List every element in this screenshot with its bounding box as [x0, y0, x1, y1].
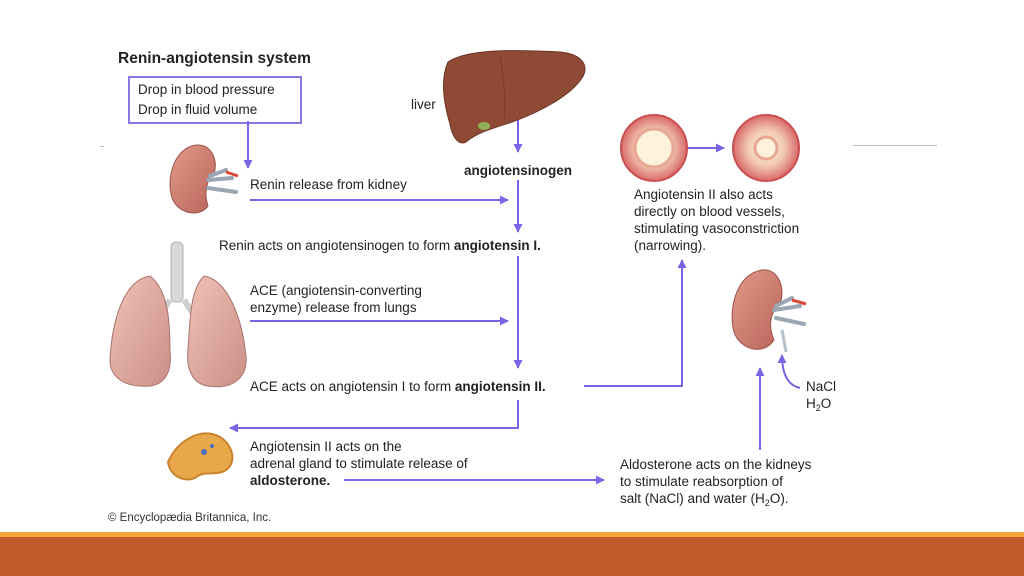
kidney-icon — [169, 144, 239, 214]
liver-icon — [443, 50, 586, 144]
angiotensinogen-label: angiotensinogen — [464, 163, 572, 178]
adrenal-label-line-1: Angiotensin II acts on the — [250, 439, 402, 454]
trigger-box: Drop in blood pressure Drop in fluid vol… — [128, 76, 302, 124]
renin-acts-label: Renin acts on angiotensinogen to form an… — [219, 237, 541, 254]
liver-label: liver — [411, 97, 436, 112]
h2o-text: H — [806, 396, 816, 411]
ace-acts-label: ACE acts on angiotensin I to form angiot… — [250, 378, 546, 395]
angiotensin-i-text: angiotensin I. — [453, 238, 541, 253]
arrow-nacl-to-kidney — [777, 354, 801, 389]
divider-left — [100, 146, 104, 147]
renin-acts-text: Renin acts on angiotensinogen to form — [219, 238, 454, 253]
footer-stripe — [0, 532, 1024, 537]
diagram-title: Renin-angiotensin system — [118, 50, 311, 67]
adrenal-label-line-2: adrenal gland to stimulate release of — [250, 456, 468, 471]
trigger-line-1: Drop in blood pressure — [138, 82, 275, 97]
kidney-icon — [731, 269, 807, 353]
adrenal-gland-icon — [166, 432, 234, 481]
angiotensin-ii-text: angiotensin II. — [454, 379, 546, 394]
h2o-label: H2O — [806, 395, 832, 413]
ace-acts-text: ACE acts on angiotensin I to form — [250, 379, 455, 394]
ace-label-line-2: enzyme) release from lungs — [250, 300, 417, 315]
copyright-credit: © Encyclopædia Britannica, Inc. — [108, 512, 272, 524]
kidney-action-line-3: salt (NaCl) and water (H2O). — [620, 490, 789, 508]
kidney-action-line-2: to stimulate reabsorption of — [620, 474, 783, 489]
h2o-subscript: 2 — [815, 403, 821, 413]
aldosterone-label: aldosterone. — [250, 473, 331, 488]
vessel-label-line-1: Angiotensin II also acts — [634, 187, 773, 202]
divider-right — [853, 145, 937, 146]
nacl-label: NaCl — [806, 379, 837, 394]
arrow-ang2-to-adrenal — [229, 400, 519, 433]
ace-label-line-1: ACE (angiotensin-converting — [250, 283, 422, 298]
trigger-line-2: Drop in fluid volume — [138, 102, 258, 117]
h2o-text-end: O — [820, 396, 832, 411]
vessel-label-line-2: directly on blood vessels, — [634, 204, 785, 219]
footer-band — [0, 537, 1024, 576]
renin-release-label: Renin release from kidney — [250, 177, 407, 192]
vessel-label-line-4: (narrowing). — [634, 238, 707, 253]
blood-vessel-icon — [620, 114, 800, 182]
lungs-icon — [109, 241, 247, 388]
kidney-action-line-3-end: O). — [769, 491, 789, 506]
arrow-ang2-to-vessels — [584, 259, 687, 387]
kidney-action-line-1: Aldosterone acts on the kidneys — [620, 457, 812, 472]
vessel-label-line-3: stimulating vasoconstriction — [634, 221, 800, 236]
kidney-action-subscript: 2 — [764, 498, 770, 508]
kidney-action-line-3-text: salt (NaCl) and water (H — [620, 491, 765, 506]
